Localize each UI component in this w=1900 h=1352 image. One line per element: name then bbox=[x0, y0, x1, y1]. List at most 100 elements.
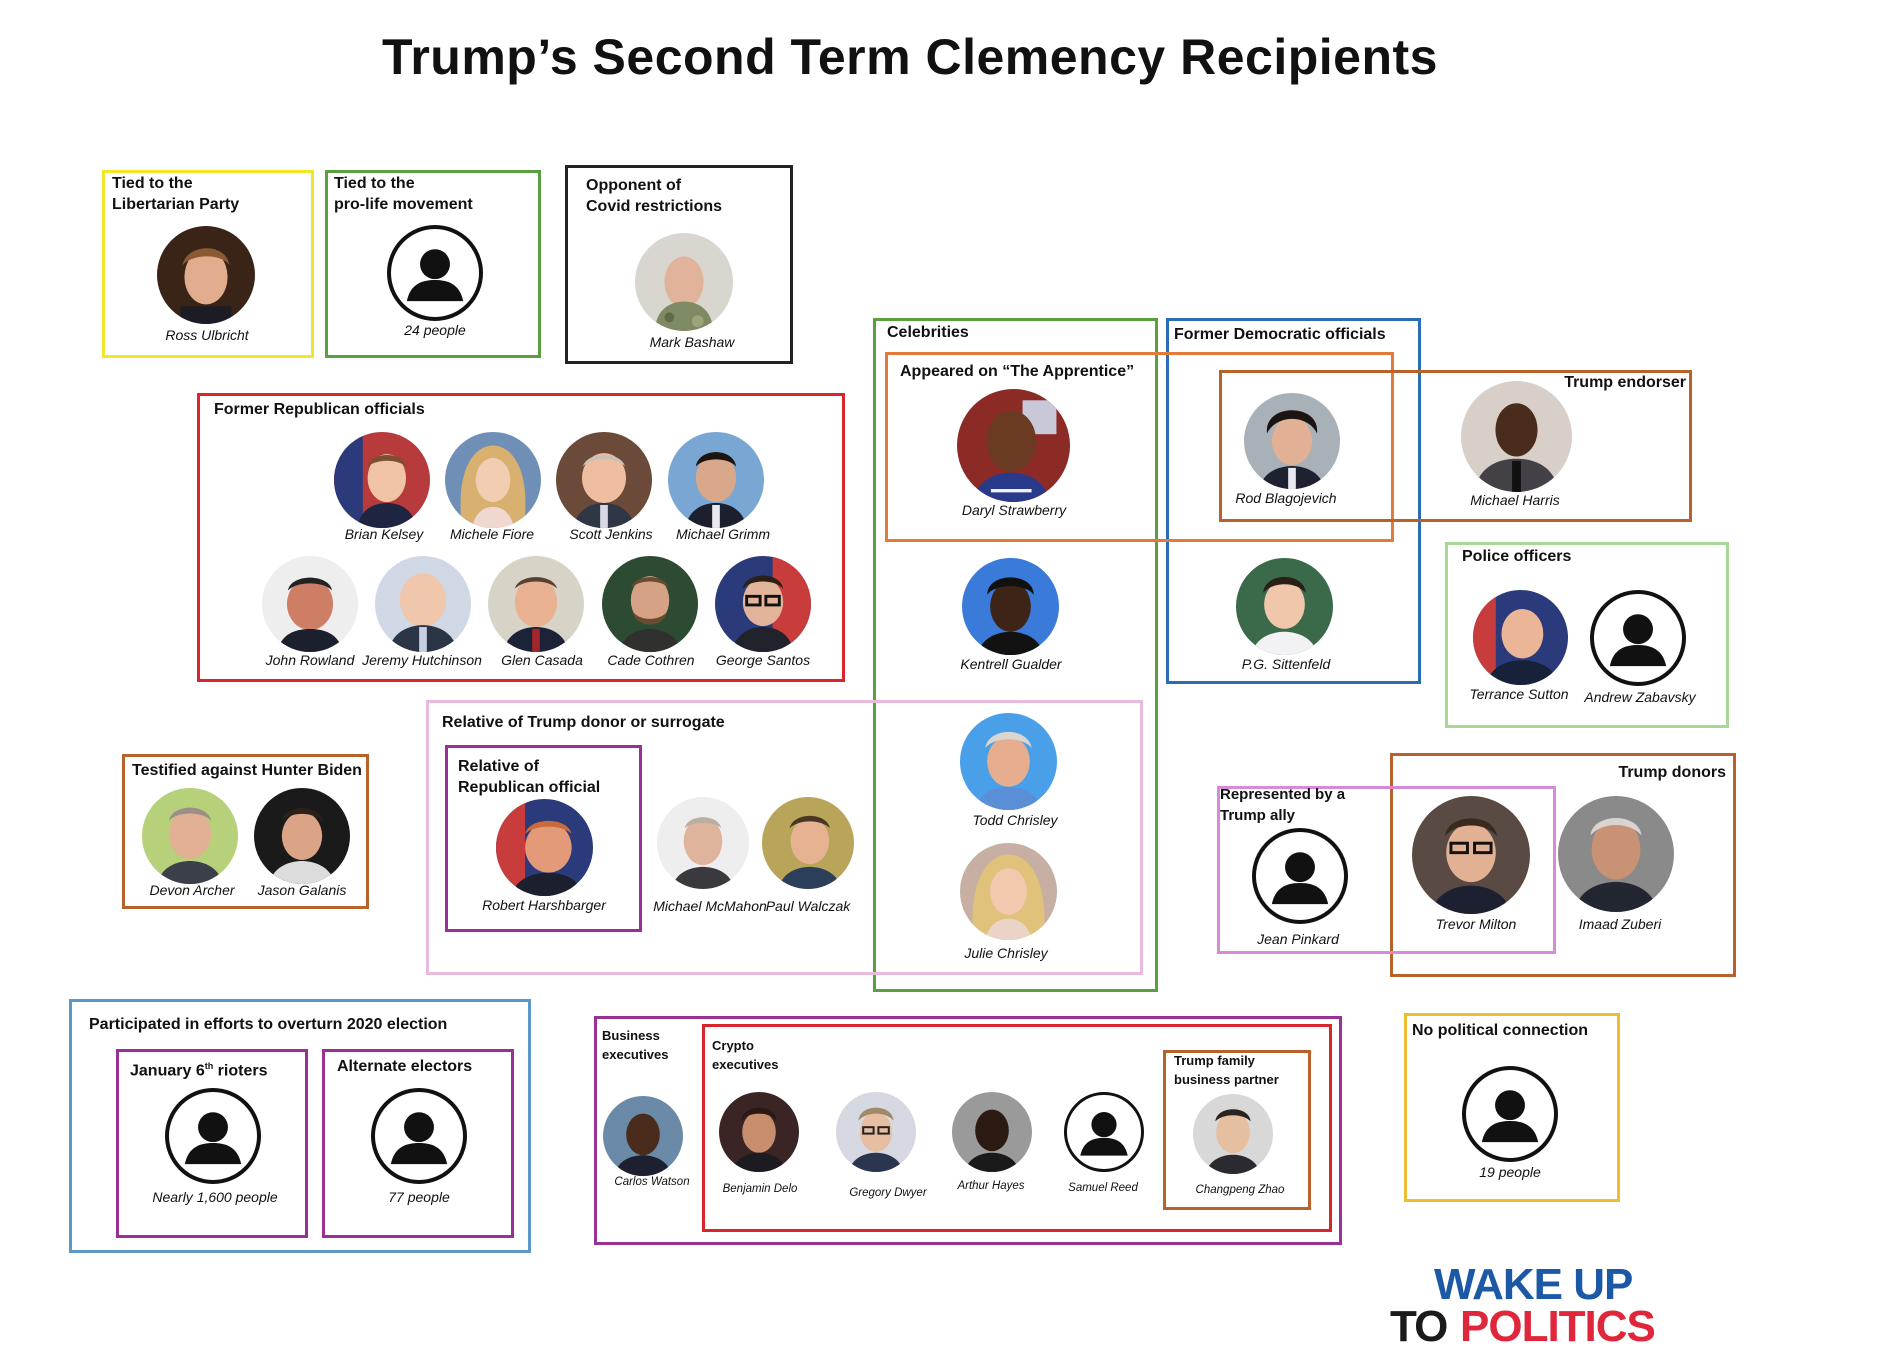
avatar-blagojevich bbox=[1244, 393, 1340, 489]
avatar-sittenfeld bbox=[1236, 558, 1333, 655]
avatar-grimm bbox=[668, 432, 764, 528]
name-watson: Carlos Watson bbox=[614, 1176, 689, 1188]
avatar-kelsey bbox=[334, 432, 430, 528]
avatar-fiore bbox=[445, 432, 541, 528]
name-walczak: Paul Walczak bbox=[766, 898, 851, 914]
logo-line2: POLITICS bbox=[1460, 1302, 1655, 1352]
name-cothren: Cade Cothren bbox=[607, 652, 694, 668]
group-label-libertarian: Tied to the Libertarian Party bbox=[112, 173, 239, 215]
group-label-endorser: Trump endorser bbox=[1564, 372, 1686, 393]
name-pinkard: Jean Pinkard bbox=[1257, 931, 1339, 947]
group-label-crypto: Crypto executives bbox=[712, 1036, 779, 1074]
page-title: Trump’s Second Term Clemency Recipients bbox=[0, 28, 1820, 86]
name-ulbricht: Ross Ulbricht bbox=[165, 327, 248, 343]
name-zuberi: Imaad Zuberi bbox=[1579, 916, 1661, 932]
placeholder-avatar-jan6 bbox=[165, 1088, 261, 1184]
avatar-archer bbox=[142, 788, 238, 884]
avatar-walczak bbox=[762, 797, 854, 889]
avatar-galanis bbox=[254, 788, 350, 884]
name-sutton: Terrance Sutton bbox=[1469, 686, 1568, 702]
group-label-prolife: Tied to the pro-life movement bbox=[334, 173, 473, 215]
placeholder-avatar-reed bbox=[1064, 1092, 1144, 1172]
name-dwyer: Gregory Dwyer bbox=[849, 1187, 926, 1199]
group-label-business: Business executives bbox=[602, 1026, 669, 1064]
logo-line2-dark: TO bbox=[1390, 1302, 1446, 1352]
avatar-julie bbox=[960, 843, 1057, 940]
placeholder-avatar-pinkard bbox=[1252, 828, 1348, 924]
avatar-gualder bbox=[962, 558, 1059, 655]
avatar-zhao bbox=[1193, 1094, 1273, 1174]
name-zhao: Changpeng Zhao bbox=[1196, 1184, 1285, 1196]
group-label-gop: Former Republican officials bbox=[214, 399, 425, 420]
name-delo: Benjamin Delo bbox=[723, 1183, 798, 1195]
avatar-zuberi bbox=[1558, 796, 1674, 912]
avatar-jenkins bbox=[556, 432, 652, 528]
name-hutchinson: Jeremy Hutchinson bbox=[362, 652, 482, 668]
count-prolife: 24 people bbox=[404, 322, 466, 338]
placeholder-avatar-zabavsky bbox=[1590, 590, 1686, 686]
avatar-delo bbox=[719, 1092, 799, 1172]
name-strawberry: Daryl Strawberry bbox=[962, 502, 1066, 518]
name-gualder: Kentrell Gualder bbox=[960, 656, 1061, 672]
avatar-santos bbox=[715, 556, 811, 652]
group-label-jan6: January 6th rioters bbox=[130, 1056, 267, 1081]
avatar-harshbarger bbox=[496, 799, 593, 896]
name-sittenfeld: P.G. Sittenfeld bbox=[1242, 656, 1330, 672]
avatar-strawberry bbox=[957, 389, 1070, 502]
group-label-covid: Opponent of Covid restrictions bbox=[586, 175, 722, 217]
group-label-celebrities: Celebrities bbox=[887, 322, 969, 343]
count-electors: 77 people bbox=[388, 1189, 450, 1205]
name-archer: Devon Archer bbox=[149, 882, 234, 898]
count-jan6: Nearly 1,600 people bbox=[152, 1189, 277, 1205]
name-reed: Samuel Reed bbox=[1068, 1182, 1138, 1194]
group-label-dem: Former Democratic officials bbox=[1174, 324, 1386, 345]
group-label-relative-donor: Relative of Trump donor or surrogate bbox=[442, 712, 725, 733]
placeholder-avatar-prolife bbox=[387, 225, 483, 321]
name-julie: Julie Chrisley bbox=[964, 945, 1047, 961]
avatar-casada bbox=[488, 556, 584, 652]
name-blagojevich: Rod Blagojevich bbox=[1235, 490, 1336, 506]
group-label-family-partner: Trump family business partner bbox=[1174, 1051, 1279, 1089]
name-kelsey: Brian Kelsey bbox=[345, 526, 424, 542]
name-grimm: Michael Grimm bbox=[676, 526, 770, 542]
group-label-electors: Alternate electors bbox=[337, 1056, 472, 1077]
avatar-hayes bbox=[952, 1092, 1032, 1172]
name-harris: Michael Harris bbox=[1470, 492, 1559, 508]
avatar-sutton bbox=[1473, 590, 1568, 685]
avatar-bashaw bbox=[635, 233, 733, 331]
name-hayes: Arthur Hayes bbox=[957, 1180, 1024, 1192]
avatar-harris bbox=[1461, 381, 1572, 492]
avatar-hutchinson bbox=[375, 556, 471, 652]
avatar-rowland bbox=[262, 556, 358, 652]
avatar-milton bbox=[1412, 796, 1530, 914]
group-label-no-connection: No political connection bbox=[1412, 1020, 1588, 1041]
avatar-dwyer bbox=[836, 1092, 916, 1172]
name-santos: George Santos bbox=[716, 652, 810, 668]
name-milton: Trevor Milton bbox=[1436, 916, 1517, 932]
name-mcmahon: Michael McMahon bbox=[653, 898, 767, 914]
name-todd: Todd Chrisley bbox=[972, 812, 1057, 828]
group-label-overturn: Participated in efforts to overturn 2020… bbox=[89, 1014, 447, 1035]
avatar-todd bbox=[960, 713, 1057, 810]
group-label-donors: Trump donors bbox=[1618, 762, 1726, 783]
group-label-represented: Represented by a Trump ally bbox=[1220, 784, 1345, 826]
avatar-mcmahon bbox=[657, 797, 749, 889]
group-label-relative-gop: Relative of Republican official bbox=[458, 756, 600, 798]
name-galanis: Jason Galanis bbox=[258, 882, 347, 898]
name-fiore: Michele Fiore bbox=[450, 526, 534, 542]
name-zabavsky: Andrew Zabavsky bbox=[1584, 689, 1695, 705]
avatar-watson bbox=[603, 1096, 683, 1176]
group-label-police: Police officers bbox=[1462, 546, 1571, 567]
name-casada: Glen Casada bbox=[501, 652, 583, 668]
avatar-cothren bbox=[602, 556, 698, 652]
group-label-hunter: Testified against Hunter Biden bbox=[132, 760, 362, 781]
avatar-ulbricht bbox=[157, 226, 255, 324]
name-bashaw: Mark Bashaw bbox=[650, 334, 735, 350]
name-rowland: John Rowland bbox=[266, 652, 355, 668]
name-jenkins: Scott Jenkins bbox=[569, 526, 652, 542]
placeholder-avatar-no-connection bbox=[1462, 1066, 1558, 1162]
placeholder-avatar-electors bbox=[371, 1088, 467, 1184]
name-harshbarger: Robert Harshbarger bbox=[482, 897, 606, 913]
group-label-apprentice: Appeared on “The Apprentice” bbox=[900, 361, 1134, 382]
count-no-connection: 19 people bbox=[1479, 1164, 1541, 1180]
